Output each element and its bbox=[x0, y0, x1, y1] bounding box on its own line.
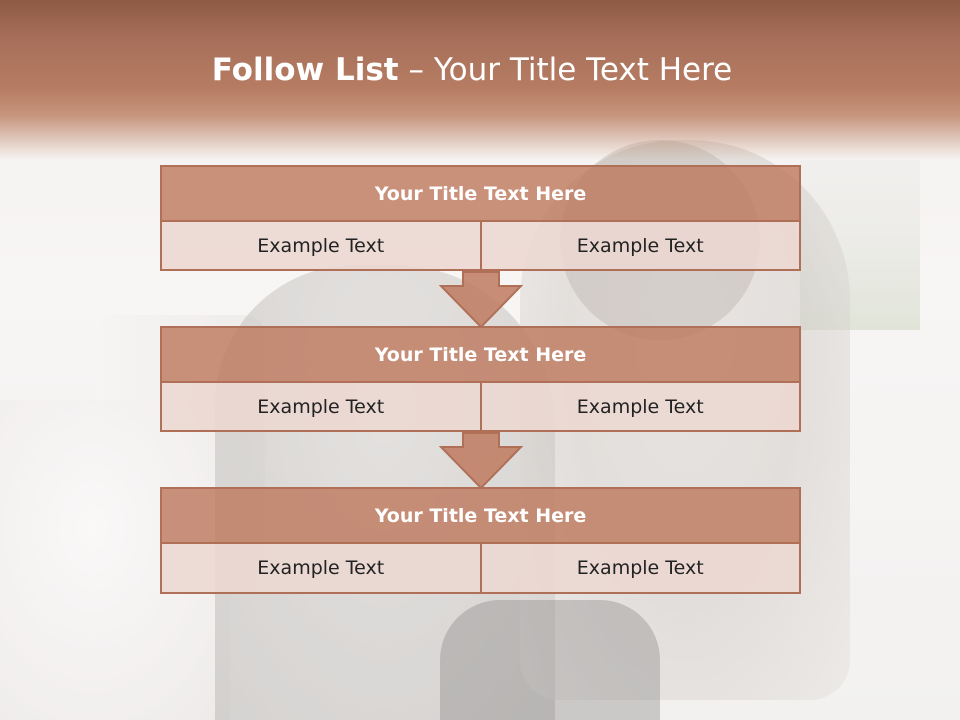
step-row: Example Text Example Text bbox=[160, 544, 801, 594]
step-cell-left: Example Text bbox=[160, 383, 482, 432]
step-cell-right: Example Text bbox=[479, 383, 801, 432]
down-arrow-icon bbox=[439, 271, 523, 329]
step-cell-left: Example Text bbox=[160, 544, 482, 594]
step-cell-right: Example Text bbox=[479, 544, 801, 594]
step-title: Your Title Text Here bbox=[160, 487, 801, 544]
follow-step-2: Your Title Text Here Example Text Exampl… bbox=[160, 326, 801, 432]
step-cell-left: Example Text bbox=[160, 222, 482, 271]
slide-title-bold: Follow List bbox=[211, 52, 399, 88]
step-row: Example Text Example Text bbox=[160, 222, 801, 271]
slide-title-rest: – Your Title Text Here bbox=[398, 52, 733, 88]
step-title: Your Title Text Here bbox=[160, 165, 801, 222]
down-arrow-icon bbox=[439, 432, 523, 490]
follow-step-1: Your Title Text Here Example Text Exampl… bbox=[160, 165, 801, 271]
step-cell-right: Example Text bbox=[479, 222, 801, 271]
step-row: Example Text Example Text bbox=[160, 383, 801, 432]
header-band bbox=[0, 0, 960, 160]
photo-legs bbox=[440, 600, 660, 720]
step-title: Your Title Text Here bbox=[160, 326, 801, 383]
slide-title: Follow List – Your Title Text Here bbox=[0, 52, 944, 88]
follow-step-3: Your Title Text Here Example Text Exampl… bbox=[160, 487, 801, 594]
